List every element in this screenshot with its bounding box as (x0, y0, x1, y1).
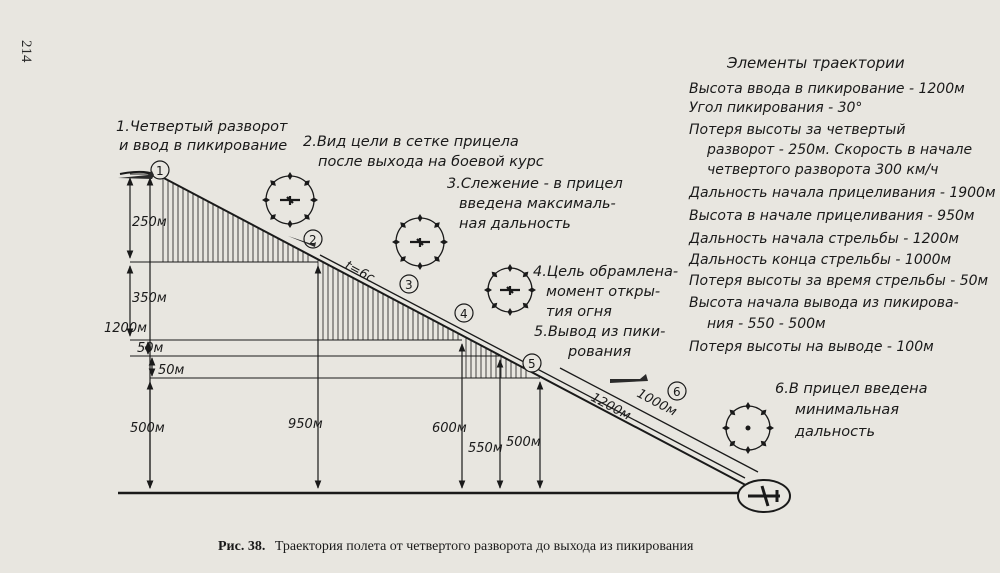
point-markers: 1 2 3 4 5 6 (150, 160, 687, 401)
element-line-8: Дальность начала стрельбы - 1200м (688, 231, 959, 247)
caption-prefix: Рис. 38. (218, 539, 265, 554)
aircraft-icon-mid (288, 236, 316, 247)
step-4-line-1: 4.Цель обрамлена- (533, 264, 678, 280)
element-line-3: Потеря высоты за четвертый (689, 122, 905, 138)
figure-caption: Рис. 38. Траектория полета от четвертого… (218, 539, 694, 554)
point-marker-1: 1 (150, 160, 170, 180)
step-5-line-2: рования (567, 344, 631, 360)
element-line-11: Высота начала вывода из пикирова- (689, 295, 959, 311)
reticle-step-2 (262, 172, 318, 228)
svg-text:6: 6 (673, 385, 681, 399)
element-line-7: Высота в начале прицеливания - 950м (689, 208, 975, 224)
alt-label-500-right: 500м (506, 435, 541, 450)
element-line-12: ния - 550 - 500м (707, 316, 826, 332)
element-line-4: разворот - 250м. Скорость в начале (706, 142, 972, 158)
element-line-9: Дальность конца стрельбы - 1000м (688, 252, 952, 268)
element-line-5: четвертого разворота 300 км/ч (707, 162, 938, 178)
alt-label-50-a: 50м (137, 341, 164, 356)
point-marker-5: 5 (522, 353, 542, 373)
element-line-13: Потеря высоты на выводе - 100м (689, 339, 934, 355)
altitude-arrows (126, 177, 544, 489)
step-2-line-2: после выхода на боевой курс (318, 154, 544, 170)
step-1-line-1: 1.Четвертый разворот (116, 119, 288, 135)
step-4-line-2: момент откры- (546, 284, 660, 300)
step-3-line-2: введена максималь- (459, 196, 616, 212)
alt-label-550: 550м (468, 441, 503, 456)
reticle-step-6 (722, 402, 774, 454)
svg-text:2: 2 (309, 233, 317, 247)
hatch-area-1 (162, 177, 309, 262)
alt-label-950: 950м (288, 417, 323, 432)
alt-label-500-left: 500м (130, 421, 165, 436)
step-4-line-3: тия огня (546, 304, 612, 320)
svg-text:4: 4 (460, 307, 468, 321)
aircraft-icon-start (118, 171, 154, 179)
point-marker-6: 6 (667, 381, 687, 401)
svg-text:3: 3 (405, 278, 413, 292)
sight-line-2 (559, 367, 759, 473)
element-line-10: Потеря высоты за время стрельбы - 50м (689, 273, 989, 289)
point-marker-3: 3 (399, 274, 419, 294)
step-5-line-1: 5.Вывод из пики- (534, 324, 665, 340)
target-aircraft-icon (737, 479, 791, 513)
step-6-line-3: дальность (794, 424, 875, 440)
elements-title: Элементы траектории (726, 54, 905, 72)
aircraft-icons (118, 171, 648, 383)
step-3-line-3: ная дальность (459, 216, 571, 232)
step-6-line-2: минимальная (795, 402, 899, 418)
reticle-step-3 (392, 214, 448, 270)
alt-label-350: 350м (132, 291, 167, 306)
alt-label-600: 600м (432, 421, 467, 436)
page-number: 214 (18, 40, 34, 63)
step-6-line-1: 6.В прицел введена (775, 381, 928, 397)
svg-text:5: 5 (528, 357, 536, 371)
caption-text: Траектория полета от четвертого разворот… (275, 539, 694, 554)
alt-label-50-b: 50м (158, 363, 185, 378)
aircraft-icon-level (610, 374, 648, 383)
reticle-step-4 (484, 264, 536, 316)
element-line-6: Дальность начала прицеливания - 1900м (688, 185, 996, 201)
point-marker-4: 4 (454, 303, 474, 323)
elements-panel: Элементы траектории Высота ввода в пикир… (688, 54, 996, 355)
svg-text:1: 1 (156, 164, 164, 178)
element-line-2: Угол пикирования - 30° (689, 100, 862, 116)
alt-label-250: 250м (132, 215, 167, 230)
alt-label-1200: 1200м (104, 321, 147, 336)
step-3-line-1: 3.Слежение - в прицел (447, 176, 623, 192)
element-line-1: Высота ввода в пикирование - 1200м (689, 81, 965, 97)
step-1-line-2: и ввод в пикирование (119, 138, 287, 154)
gunsight-reticles (262, 172, 774, 454)
step-2-line-1: 2.Вид цели в сетке прицела (303, 134, 519, 150)
